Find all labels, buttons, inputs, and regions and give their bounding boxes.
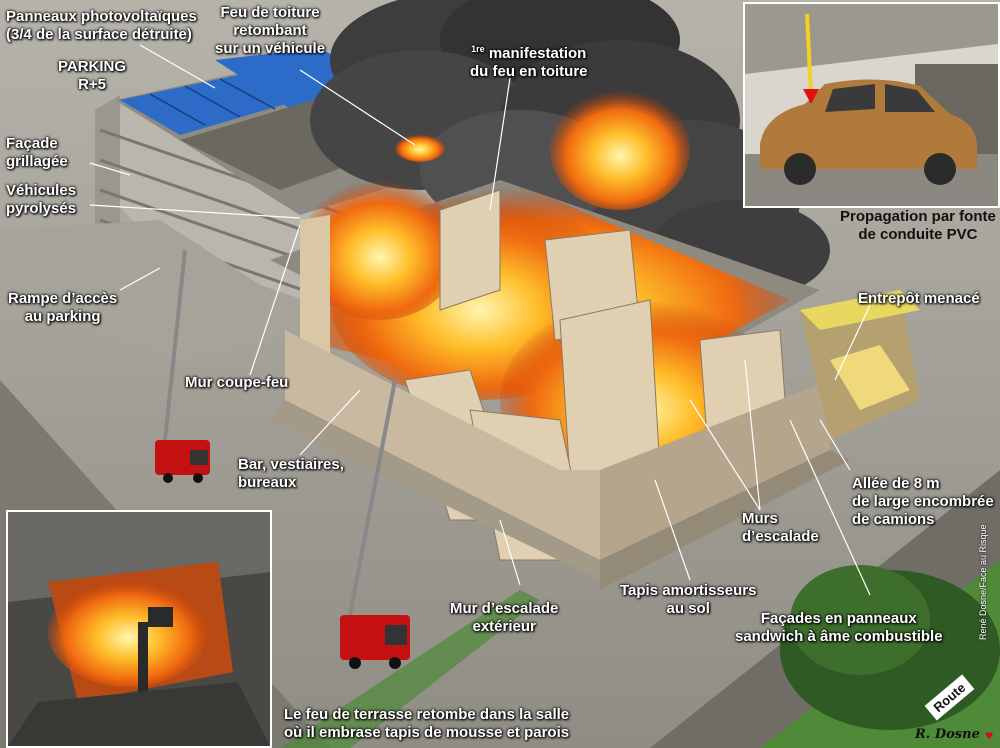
label-roof-fire: Feu de toiture retombant sur un véhicule: [215, 4, 326, 57]
label-ramp: Rampe d’accès au parking: [8, 290, 118, 325]
climbing-wall: [439, 189, 501, 311]
label-terrace: Le feu de terrasse retombe dans la salle…: [284, 706, 570, 741]
credit: René Dosne/Face au Risque: [978, 524, 988, 640]
label-sandwich: Façades en panneaux sandwich à âme combu…: [735, 610, 943, 645]
label-outer-wall: Mur d’escalade extérieur: [450, 600, 559, 635]
label-warehouse: Entrepôt menacé: [858, 290, 980, 307]
ramp: [0, 220, 330, 360]
burned-car-photo: [745, 4, 998, 206]
burning-vehicle: [395, 134, 445, 162]
label-pvc: Propagation par fonte de conduite PVC: [840, 208, 996, 243]
firewall: [300, 215, 330, 360]
flame-arrow-icon: [805, 13, 813, 95]
interior-fire-photo: [8, 512, 270, 746]
hall-side-wall: [600, 380, 830, 560]
label-alley: Allée de 8 m de large encombrée de camio…: [852, 475, 994, 528]
hall-front-wall: [285, 330, 600, 560]
label-vehicles: Véhicules pyrolysés: [6, 182, 77, 217]
label-first-fire: 1re manifestation du feu en toiture: [470, 44, 588, 80]
label-pv-panels: Panneaux photovoltaïques (3/4 de la surf…: [6, 8, 197, 43]
fire-truck-2: [340, 379, 410, 669]
heart-icon: ♥: [985, 727, 994, 743]
signature: R. Dosne: [915, 727, 980, 742]
leader-lines: [89, 44, 871, 596]
label-facade: Façade grillagée: [6, 135, 68, 170]
tree-highlight: [790, 565, 930, 675]
label-bar: Bar, vestiaires, bureaux: [238, 456, 344, 491]
inset-photo-interior: [6, 510, 272, 748]
label-parking: PARKING R+5: [58, 58, 127, 93]
fire: [48, 577, 208, 687]
inset-photo-car: [743, 2, 1000, 208]
label-firewall: Mur coupe-feu: [185, 374, 289, 391]
fire-truck-1: [155, 249, 210, 483]
grass-strip: [280, 590, 540, 748]
label-climbing-walls: Murs d’escalade: [742, 510, 819, 545]
label-mats: Tapis amortisseurs au sol: [620, 582, 757, 617]
